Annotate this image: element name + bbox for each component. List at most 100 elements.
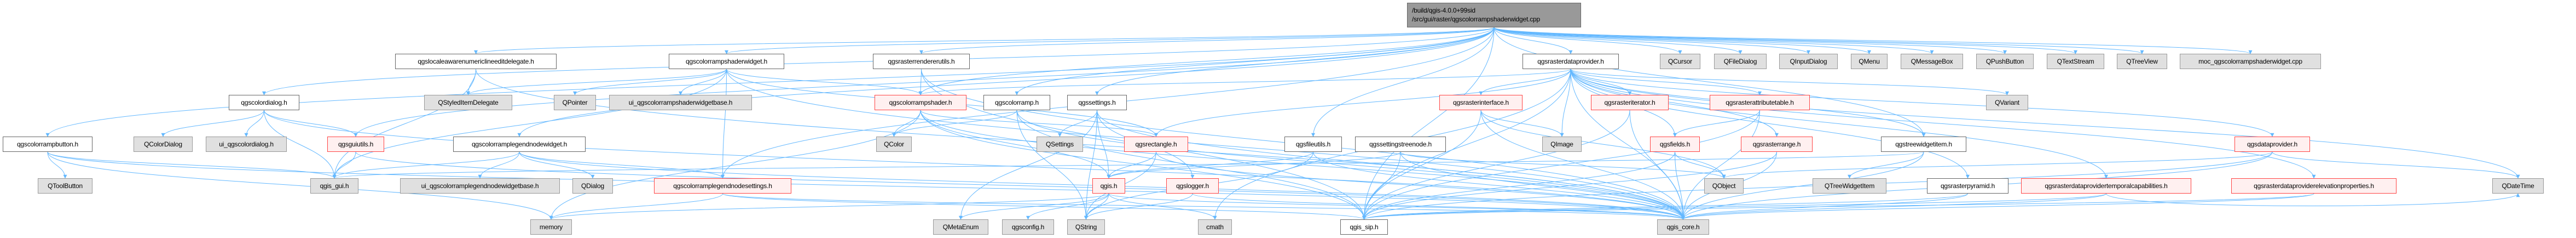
edge-main-to-crs: [918, 27, 1495, 95]
node-qgscolorramplegendnodesettings[interactable]: qgscolorramplegendnodesettings.h: [654, 178, 791, 194]
node-qgssettingstreenode[interactable]: qgssettingstreenode.h: [1355, 137, 1446, 152]
edge-rdpep-to-qgissip: [1362, 193, 2314, 220]
edge-rdp-to-qgissip: [1362, 69, 1571, 220]
edge-logger-to-qgiscore: [1192, 193, 1685, 220]
node-qfiledialog: QFileDialog: [1714, 54, 1767, 69]
edge-qgis-to-cmath: [1108, 193, 1217, 220]
node-qmetaenum: QMetaEnum: [933, 219, 988, 235]
node-qgscolorramp[interactable]: qgscolorramp.h: [983, 95, 1050, 110]
node-qgssettings[interactable]: qgssettings.h: [1067, 95, 1127, 110]
node-qgsrasterrendererutils[interactable]: qgsrasterrendererutils.h: [873, 54, 970, 69]
edge-crsw-to-qgiscore: [726, 69, 1685, 220]
node-qgsrectangle[interactable]: qgsrectangle.h: [1124, 137, 1188, 152]
node-qgsconfig: qgsconfig.h: [1002, 219, 1054, 235]
edge-crb-to-qtoolbutton: [47, 151, 67, 179]
node-qgsrasterinterface[interactable]: qgsrasterinterface.h: [1439, 95, 1523, 110]
node-qgslocaleawarenumericlineeditdelegate[interactable]: qgslocaleawarenumericlineeditdelegate.h: [395, 54, 557, 69]
edge-crs-to-qgis: [920, 110, 1111, 179]
edge-settings-to-qgiscore: [1097, 110, 1685, 220]
edge-rdp-to-qvariant: [1570, 69, 2009, 95]
edge-settings-to-qmetaenum: [959, 110, 1097, 220]
node-main-file[interactable]: /build/qgis-4.0.0+99sid /src/gui/raster/…: [1407, 3, 1581, 27]
edge-stn-to-qobject: [1400, 151, 1726, 179]
node-qgsdataprovider[interactable]: qgsdataprovider.h: [2235, 137, 2310, 152]
node-qmenu: QMenu: [1851, 54, 1888, 69]
node-qgsrasterdataproviderelevationproperties[interactable]: qgsrasterdataproviderelevationproperties…: [2231, 178, 2396, 194]
edge-main-to-fileutils: [1311, 27, 1495, 137]
edge-crb-to-qgiscore: [47, 151, 1685, 220]
edge-crs-to-qgiscore: [920, 110, 1685, 220]
edge-rdp-to-rect: [1154, 69, 1571, 137]
edge-locale-to-qstyleditemdelegate: [466, 69, 476, 95]
node-qgstreewidgetitem[interactable]: qgstreewidgetitem.h: [1881, 137, 1966, 152]
node-cmath: cmath: [1198, 219, 1232, 235]
edge-cdlg-to-qgisgui: [264, 110, 337, 179]
edge-rdp-to-rif: [1479, 69, 1571, 95]
node-qgis-sip[interactable]: qgis_sip.h: [1340, 219, 1388, 235]
edge-qgis-to-qgsconfig: [1026, 193, 1109, 220]
node-qgscolorrampshader[interactable]: qgscolorrampshader.h: [875, 95, 966, 110]
edge-main-to-qpushbutton: [1493, 27, 2007, 54]
node-qgscolorramplegendnodewidget[interactable]: qgscolorramplegendnodewidget.h: [453, 137, 586, 152]
node-qgsrasterattributetable[interactable]: qgsrasterattributetable.h: [1710, 95, 1810, 110]
edge-rdp-to-rdpep: [1570, 69, 2316, 179]
edge-rdp-to-qdatetime: [1570, 69, 2520, 179]
node-qgsfields[interactable]: qgsfields.h: [1650, 137, 1700, 152]
node-qtreewidgetitem: QTreeWidgetItem: [1813, 178, 1886, 194]
node-qgslogger[interactable]: qgslogger.h: [1166, 178, 1219, 194]
edge-crs-to-memory: [549, 110, 921, 220]
edge-qgis-to-qstring: [1084, 193, 1109, 220]
node-qgsfileutils[interactable]: qgsfileutils.h: [1284, 137, 1342, 152]
edge-main-to-qcursor: [1493, 27, 1682, 54]
node-qgis[interactable]: qgis.h: [1092, 178, 1125, 194]
node-qtoolbutton: QToolButton: [38, 178, 92, 194]
edge-rdp-to-rpyr: [1570, 69, 1970, 179]
edge-dp-to-qdatetime: [2272, 151, 2520, 179]
edge-main-to-crsw: [725, 27, 1495, 54]
node-qgsguiutils[interactable]: qgsguiutils.h: [327, 137, 384, 152]
edge-rdptc-to-qdatetime: [2106, 193, 2520, 206]
edge-rdp-to-rdptc: [1570, 69, 2108, 179]
edge-qgis-to-memory: [549, 193, 1109, 220]
edge-rat-to-qgiscore: [1681, 110, 1760, 220]
edge-rdp-to-rrange: [1570, 69, 1779, 137]
edge-cdlg-to-qgiscore: [264, 110, 1685, 220]
edge-cramp-to-qcolor: [892, 110, 1017, 137]
node-qgsrasterdataprovidertemporalcapabilities[interactable]: qgsrasterdataprovidertemporalcapabilitie…: [2021, 178, 2191, 194]
edge-rif-to-qimage: [1480, 110, 1564, 137]
node-qgis-core: qgis_core.h: [1657, 219, 1709, 235]
node-qcolor: QColor: [876, 137, 912, 152]
node-qgscolordialog[interactable]: qgscolordialog.h: [229, 95, 299, 110]
edge-rdp-to-qimage: [1560, 69, 1571, 137]
edge-twi-to-qgisgui: [333, 151, 1924, 179]
edge-crsw-to-qstyleditemdelegate: [466, 69, 727, 95]
node-qvariant: QVariant: [1986, 95, 2028, 110]
node-qgsrasterpyramid[interactable]: qgsrasterpyramid.h: [1927, 178, 2008, 194]
edge-main-to-qtreeview: [1493, 27, 2144, 54]
node-qmessagebox: QMessageBox: [1901, 54, 1963, 69]
node-qgsrasterrange[interactable]: qgsrasterrange.h: [1741, 137, 1813, 152]
node-qgsrasteriterator[interactable]: qgsrasteriterator.h: [1591, 95, 1669, 110]
edge-crsw-to-qpointer: [573, 69, 727, 95]
node-qgscolorrampbutton[interactable]: qgscolorrampbutton.h: [3, 137, 92, 152]
node-qgscolorrampshaderwidget[interactable]: qgscolorrampshaderwidget.h: [669, 54, 784, 69]
node-qstring: QString: [1067, 219, 1105, 235]
edge-rdp-to-rit: [1570, 69, 1632, 95]
edge-guiutils-to-qgiscore: [355, 151, 1685, 220]
edge-stn-to-qgis: [1107, 151, 1401, 179]
edge-clnw-to-qdialog: [519, 151, 595, 179]
edge-qgis-to-qgiscore: [1108, 193, 1685, 220]
edge-cdlg-to-guiutils: [264, 110, 358, 137]
edge-rdptc-to-qgissip: [1362, 193, 2106, 220]
edge-rrange-to-qgissip: [1362, 151, 1777, 220]
node-qgsrasterdataprovider[interactable]: qgsrasterdataprovider.h: [1523, 54, 1619, 69]
edge-settings-to-qsettings: [1058, 110, 1097, 137]
edge-main-to-rdp: [1493, 27, 1573, 54]
edge-main-to-moc: [1493, 27, 2253, 54]
node-qdatetime: QDateTime: [2492, 178, 2544, 194]
edge-crb-to-memory: [47, 151, 553, 220]
edge-cramp-to-qstring: [1016, 110, 1088, 220]
edge-rdp-to-dp: [1570, 69, 2274, 137]
edge-rdp-to-rat: [1570, 69, 1762, 95]
